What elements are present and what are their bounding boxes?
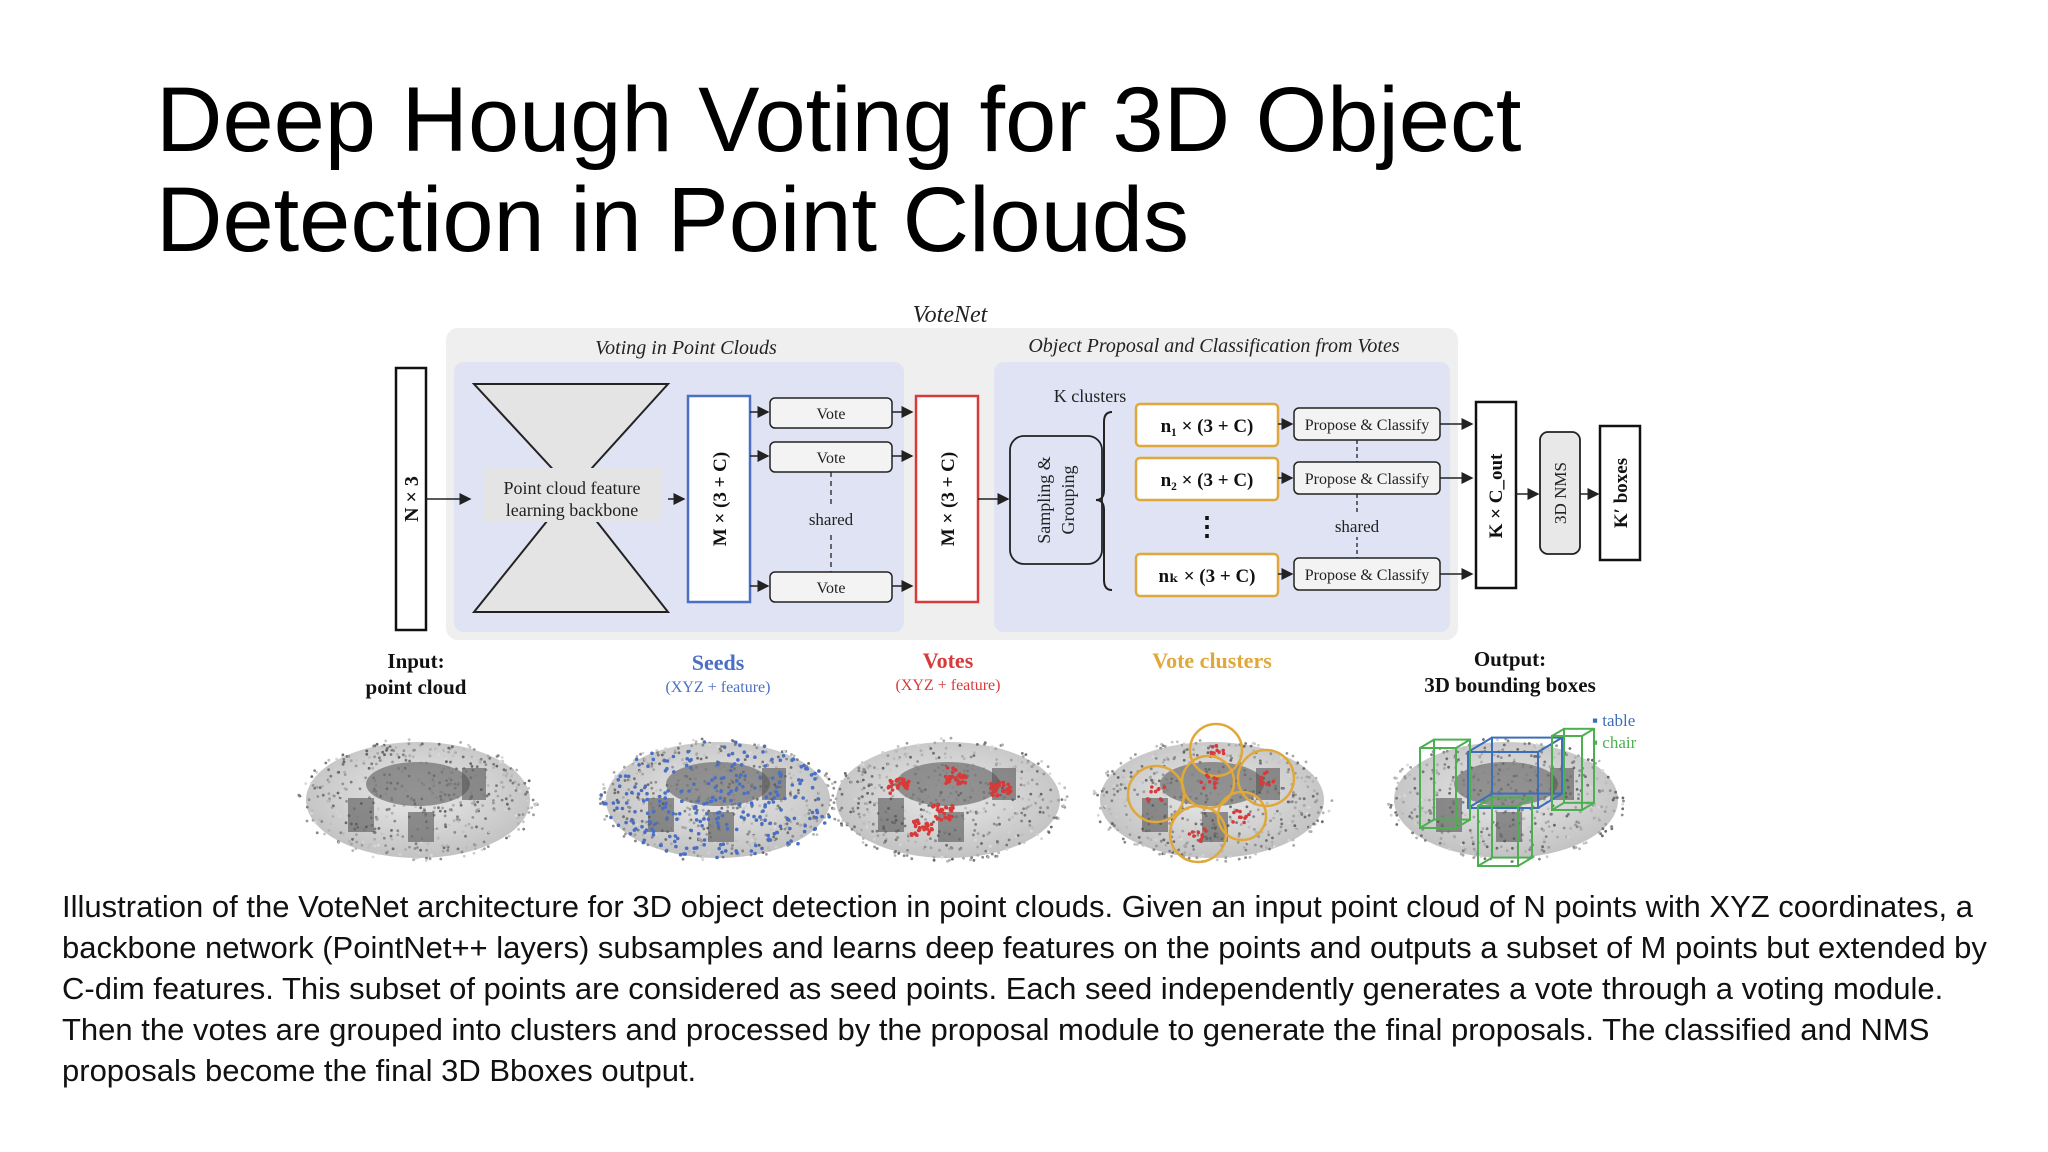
nms-block-label: 3D NMS — [1551, 462, 1570, 524]
propose-label-2: Propose & Classify — [1305, 471, 1429, 488]
vote-block-label: M × (3 + C) — [938, 452, 959, 546]
title-line-1: Deep Hough Voting for 3D Object — [156, 69, 1522, 171]
title-line-2: Detection in Point Clouds — [156, 169, 1190, 271]
panel-output-label-2: 3D bounding boxes — [1424, 673, 1596, 697]
panel-input-label-2: point cloud — [366, 675, 467, 699]
cluster-box-2 — [1134, 456, 1280, 502]
propose-label-3: Propose & Classify — [1305, 567, 1429, 584]
kc-block-label: K × C_out — [1486, 453, 1507, 538]
backbone-label-1: Point cloud feature — [504, 478, 641, 498]
panel-seeds-label-2: (XYZ + feature) — [666, 679, 771, 696]
vote-label-3: Vote — [816, 580, 845, 597]
propose-modules: Propose & Classify Propose & Classify Pr… — [1293, 407, 1474, 591]
cluster-dots: ⋮ — [1194, 512, 1220, 541]
panel-input-label-1: Input: — [387, 649, 444, 673]
point-cloud-output — [1387, 727, 1625, 867]
panel-votes-label-2: (XYZ + feature) — [896, 677, 1001, 694]
vote-block — [914, 394, 980, 604]
slide-title: Deep Hough Voting for 3D Object Detectio… — [156, 70, 1856, 270]
vote-modules: Vote Vote Vote shared — [750, 397, 914, 603]
kprime-block-label: K′ boxes — [1611, 458, 1632, 528]
cluster-bracket — [1095, 411, 1113, 591]
point-cloud-clusters — [1092, 722, 1334, 864]
propose-label-1: Propose & Classify — [1305, 417, 1429, 434]
section-proposal-label: Object Proposal and Classification from … — [1028, 335, 1400, 357]
backbone-label-2: learning backbone — [506, 500, 638, 520]
cluster-label-3: nₖ × (3 + C) — [1158, 566, 1255, 587]
seed-block-label: M × (3 + C) — [710, 452, 731, 546]
nms-block — [1539, 431, 1581, 555]
sampling-label-1: Sampling & — [1034, 456, 1054, 544]
cluster-box-1 — [1134, 402, 1280, 448]
panel-clusters-label: Vote clusters — [1152, 648, 1272, 673]
cluster-box-3 — [1134, 552, 1280, 598]
figure-caption: Illustration of the VoteNet architecture… — [62, 889, 1987, 1088]
kc-block — [1474, 400, 1518, 590]
panel-votes-label-1: Votes — [923, 648, 974, 673]
panel-seeds-label-1: Seeds — [692, 650, 745, 675]
point-cloud-votes — [828, 736, 1069, 863]
vote-shared-label: shared — [809, 510, 854, 529]
diagram-title: VoteNet — [913, 302, 989, 328]
section-voting-label: Voting in Point Clouds — [595, 337, 777, 359]
vote-box-1 — [769, 397, 893, 429]
point-cloud-input — [297, 738, 539, 862]
kprime-block — [1598, 424, 1642, 562]
seed-block — [686, 394, 752, 604]
point-cloud-seeds — [598, 737, 836, 862]
sampling-label-2: Grouping — [1058, 466, 1078, 535]
propose-shared-label: shared — [1335, 517, 1380, 536]
cluster-boxes: n₁ × (3 + C) n₂ × (3 + C) nₖ × (3 + C) ⋮ — [1134, 402, 1294, 598]
legend-chair: ▪ chair — [1592, 733, 1637, 752]
sampling-grouping-box — [1009, 435, 1103, 565]
cluster-label-2: n₂ × (3 + C) — [1161, 470, 1254, 491]
vote-label-1: Vote — [816, 406, 845, 423]
input-block-label: N × 3 — [401, 476, 423, 522]
input-block — [394, 366, 428, 632]
k-clusters-label: K clusters — [1054, 386, 1126, 406]
cluster-label-1: n₁ × (3 + C) — [1161, 416, 1254, 437]
vote-label-2: Vote — [816, 450, 845, 467]
backbone-label-bg — [484, 468, 662, 522]
panel-output-label-1: Output: — [1474, 647, 1546, 671]
legend-table: ▪ table — [1592, 711, 1635, 730]
